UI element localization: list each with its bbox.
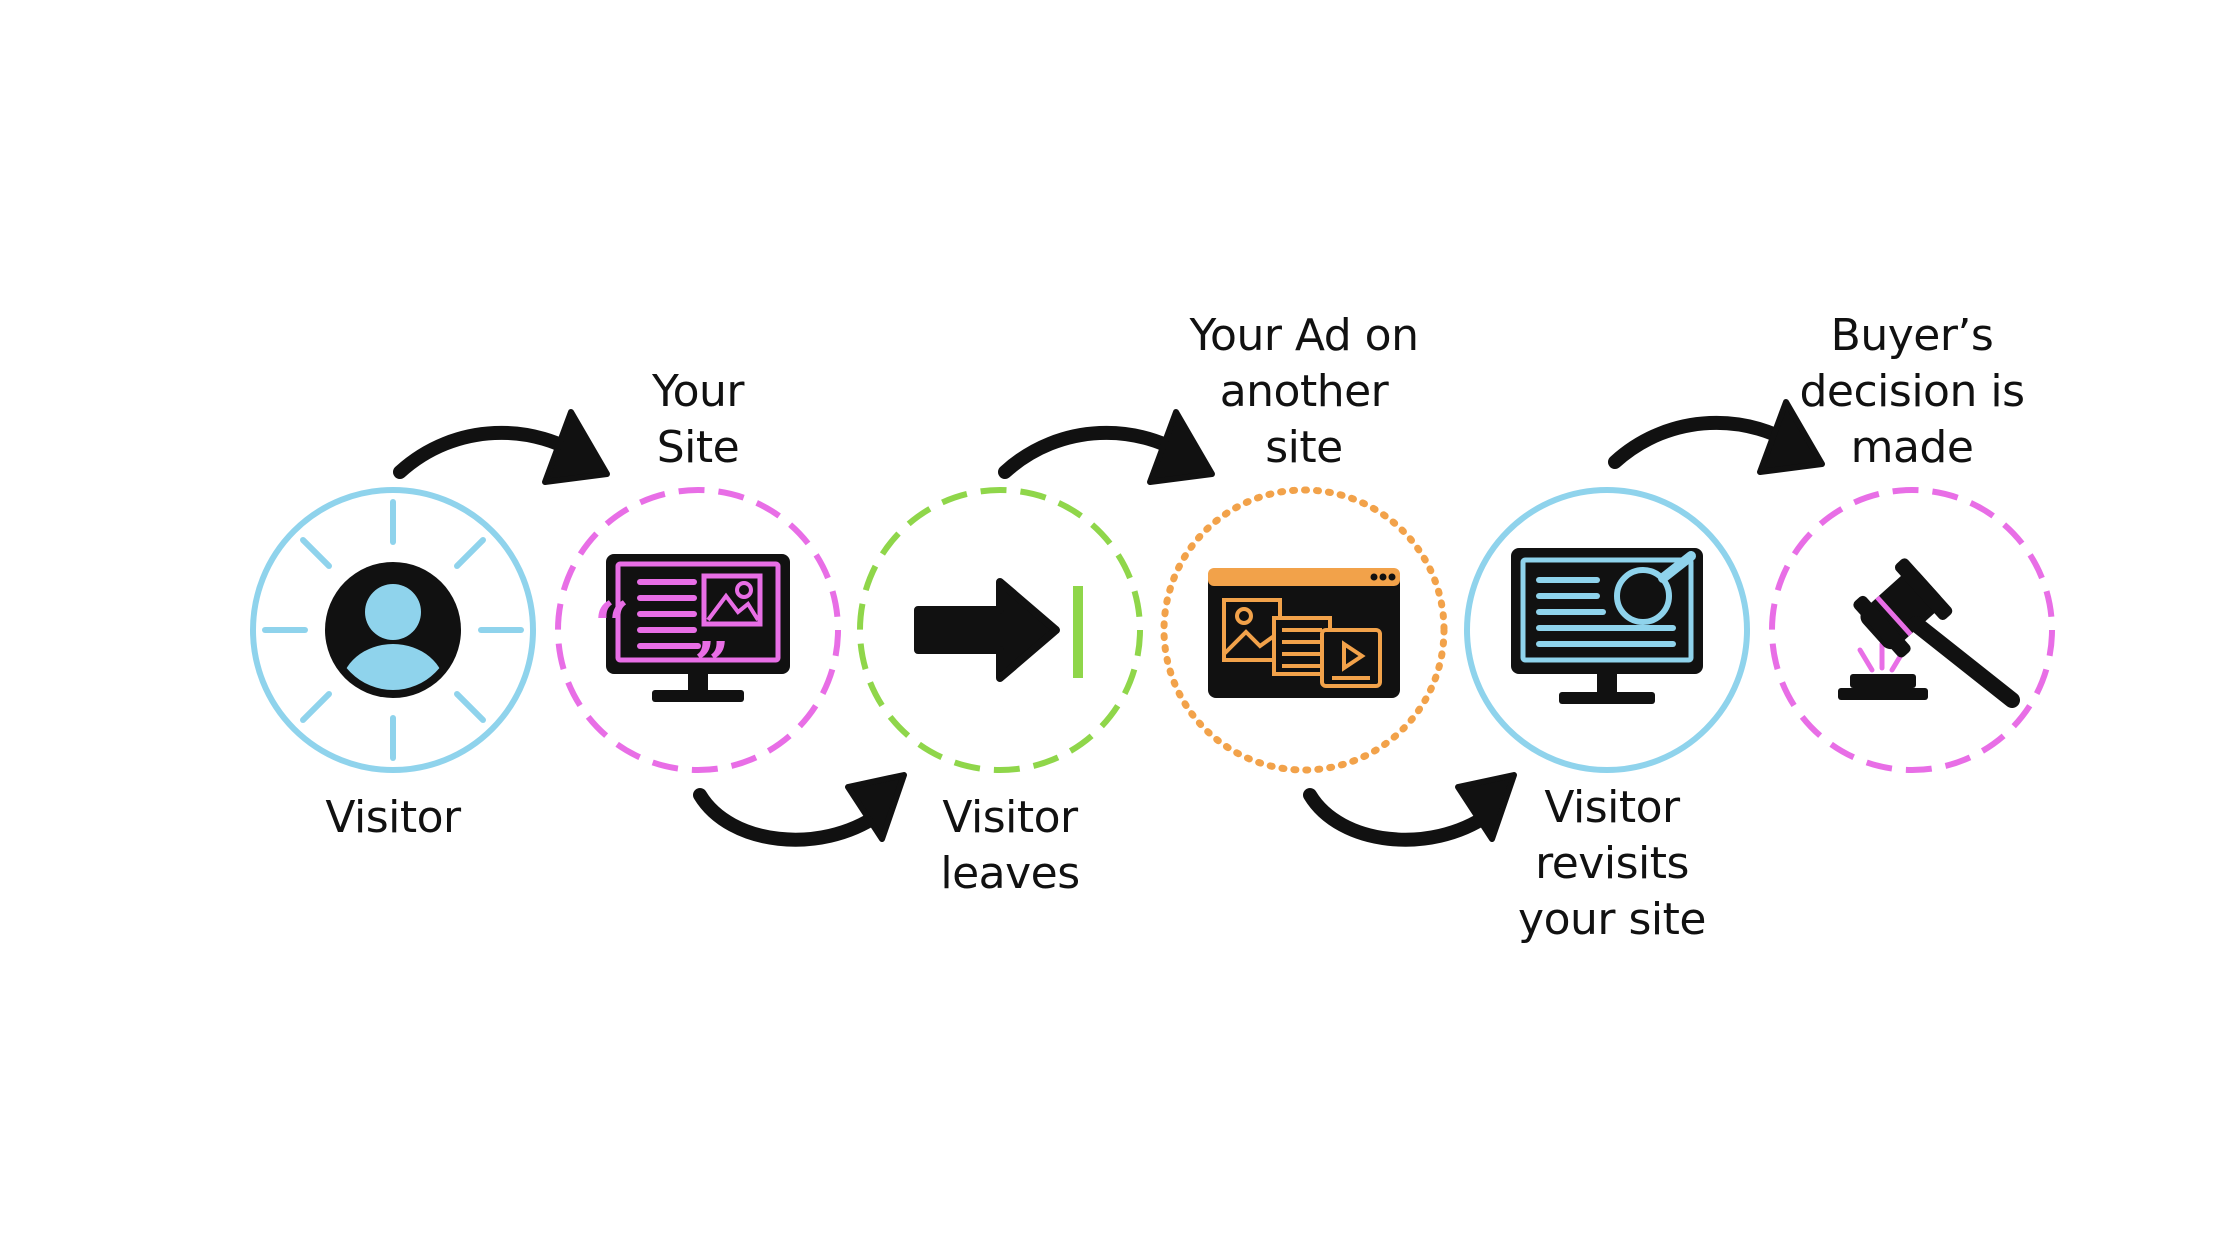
- arrow-leaves-to-ad: [1005, 409, 1215, 485]
- arrow-ad-to-revisits: [1310, 772, 1517, 840]
- svg-text:“: “: [594, 588, 630, 661]
- label-visitor-revisits: Visitor revisits your site: [1492, 780, 1732, 948]
- ad-window-icon: [1208, 568, 1400, 698]
- exit-arrow-icon: [914, 578, 1083, 682]
- monitor-search-icon: [1511, 548, 1703, 704]
- label-line: decision is: [1799, 366, 2025, 417]
- ring-decision: [1769, 487, 2055, 773]
- label-line: Visitor: [942, 792, 1078, 843]
- label-line: Visitor: [1544, 782, 1680, 833]
- label-line: Site: [656, 422, 740, 473]
- label-your-ad: Your Ad on another site: [1164, 308, 1444, 476]
- label-line: Visitor: [325, 792, 461, 843]
- label-line: made: [1850, 422, 1974, 473]
- label-line: another: [1219, 366, 1389, 417]
- ring-visitor-revisits: [1464, 487, 1750, 773]
- arrow-revisits-to-decision: [1615, 399, 1825, 475]
- ring-your-ad: [1160, 486, 1448, 774]
- label-line: revisits: [1535, 838, 1689, 889]
- arrow-visitor-to-site: [400, 409, 610, 485]
- gavel-icon: [1838, 558, 2020, 708]
- label-visitor: Visitor: [293, 790, 493, 846]
- ring-visitor: [250, 487, 536, 773]
- label-line: your site: [1518, 894, 1706, 945]
- ring-your-site: [555, 487, 841, 773]
- label-your-site: Your Site: [598, 364, 798, 476]
- label-line: leaves: [940, 848, 1080, 899]
- arrow-site-to-leaves: [700, 772, 907, 840]
- ring-visitor-leaves: [857, 487, 1143, 773]
- label-visitor-leaves: Visitor leaves: [910, 790, 1110, 902]
- label-line: Your: [652, 366, 744, 417]
- label-line: Your Ad on: [1189, 310, 1419, 361]
- user-icon: [262, 499, 524, 761]
- label-line: site: [1265, 422, 1343, 473]
- website-monitor-icon: “ ”: [594, 554, 790, 702]
- label-decision: Buyer’s decision is made: [1782, 308, 2042, 476]
- label-line: Buyer’s: [1830, 310, 1994, 361]
